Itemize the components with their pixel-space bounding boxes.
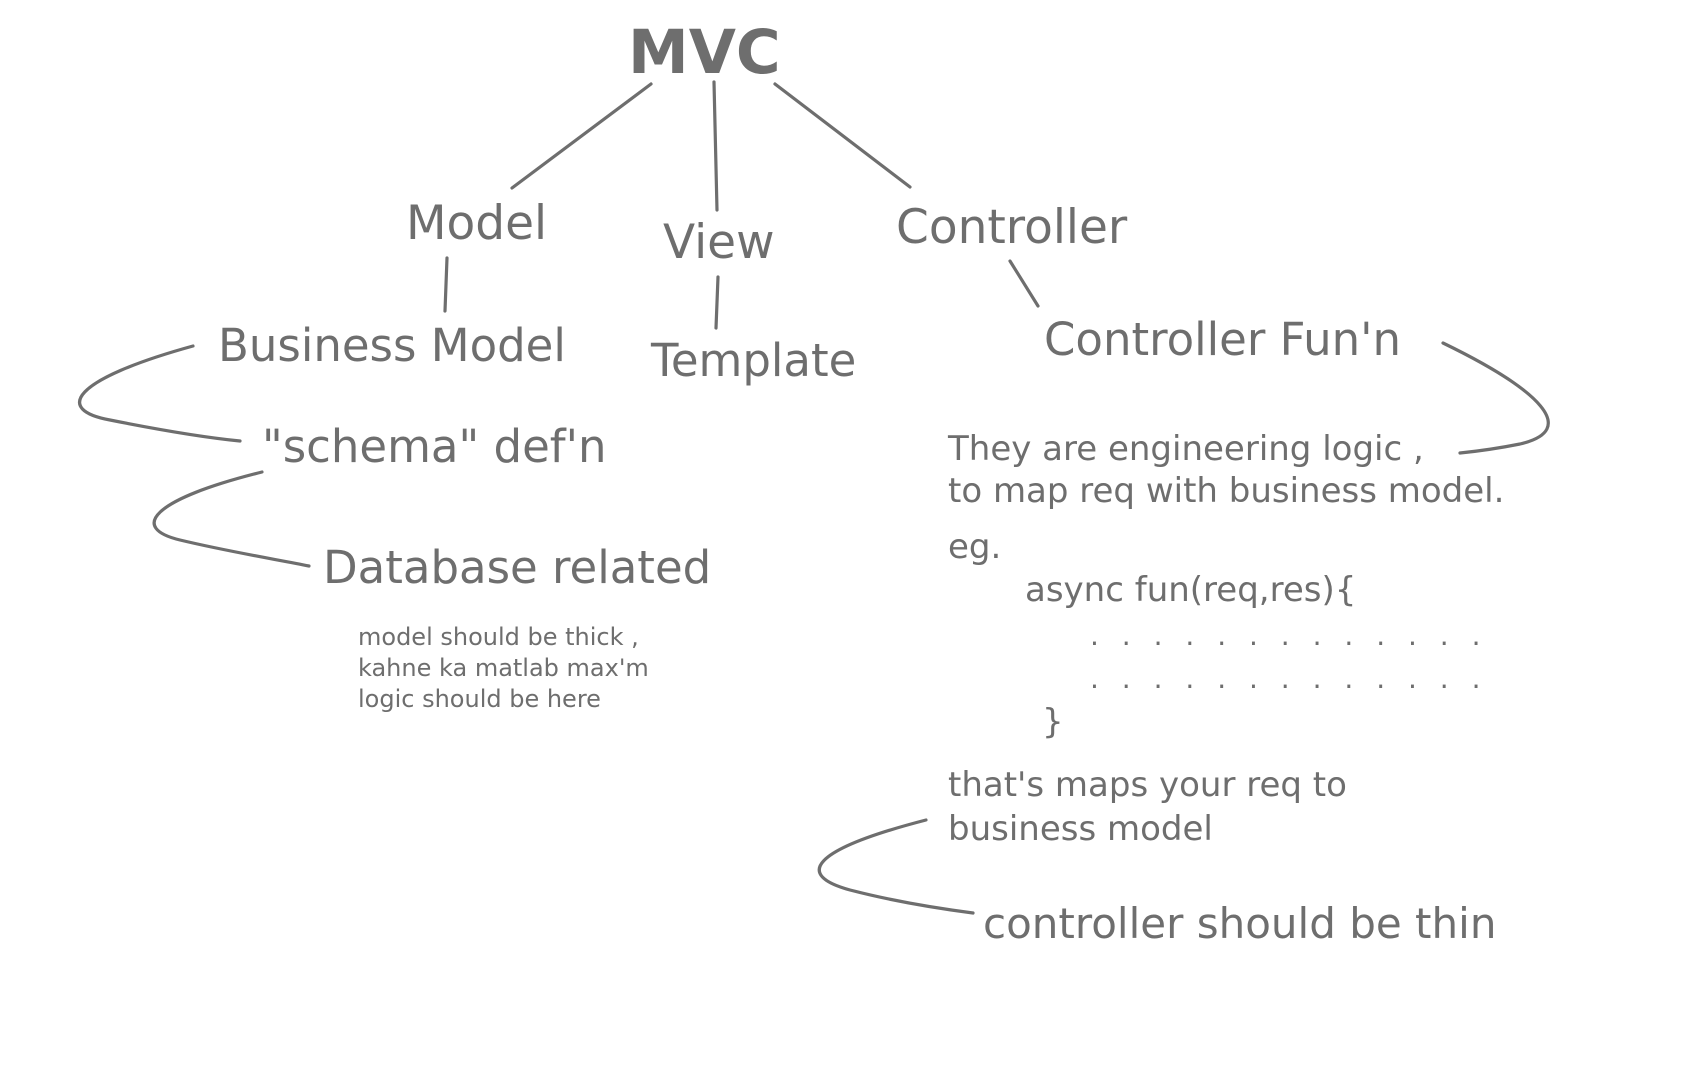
controller-description: They are engineering logic , to map req … — [948, 429, 1505, 511]
connector-controller-function — [1008, 259, 1040, 308]
diagram-title: MVC — [628, 17, 781, 88]
connector-view-template — [714, 275, 720, 330]
brace-business-schema — [78, 344, 242, 443]
mapping-note: that's maps your req to business model — [948, 765, 1347, 849]
example-label: eg. — [948, 527, 1002, 567]
connector-mvc-controller — [773, 82, 912, 189]
template-label: Template — [651, 334, 857, 387]
brace-mapping-conclusion — [817, 818, 975, 915]
connector-mvc-view — [712, 80, 719, 212]
code-dots-line-1: . . . . . . . . . . . . . — [1090, 619, 1488, 652]
view-label: View — [663, 215, 775, 270]
model-thick-note: model should be thick , kahne ka matlab … — [358, 623, 649, 713]
code-signature: async fun(req,res){ — [1025, 570, 1357, 610]
model-label: Model — [406, 196, 548, 251]
schema-definition-label: "schema" def'n — [262, 420, 607, 473]
controller-function-label: Controller Fun'n — [1044, 313, 1402, 366]
code-dots-line-2: . . . . . . . . . . . . . — [1090, 662, 1488, 695]
database-related-label: Database related — [323, 541, 712, 594]
connector-mvc-model — [510, 82, 653, 190]
code-closing-brace: } — [1042, 702, 1064, 742]
business-model-label: Business Model — [218, 319, 566, 372]
connector-model-business — [443, 256, 449, 313]
controller-label: Controller — [896, 200, 1128, 255]
controller-thin-note: controller should be thin — [983, 899, 1497, 948]
brace-schema-database — [152, 470, 311, 568]
brace-function-description — [1441, 341, 1550, 455]
